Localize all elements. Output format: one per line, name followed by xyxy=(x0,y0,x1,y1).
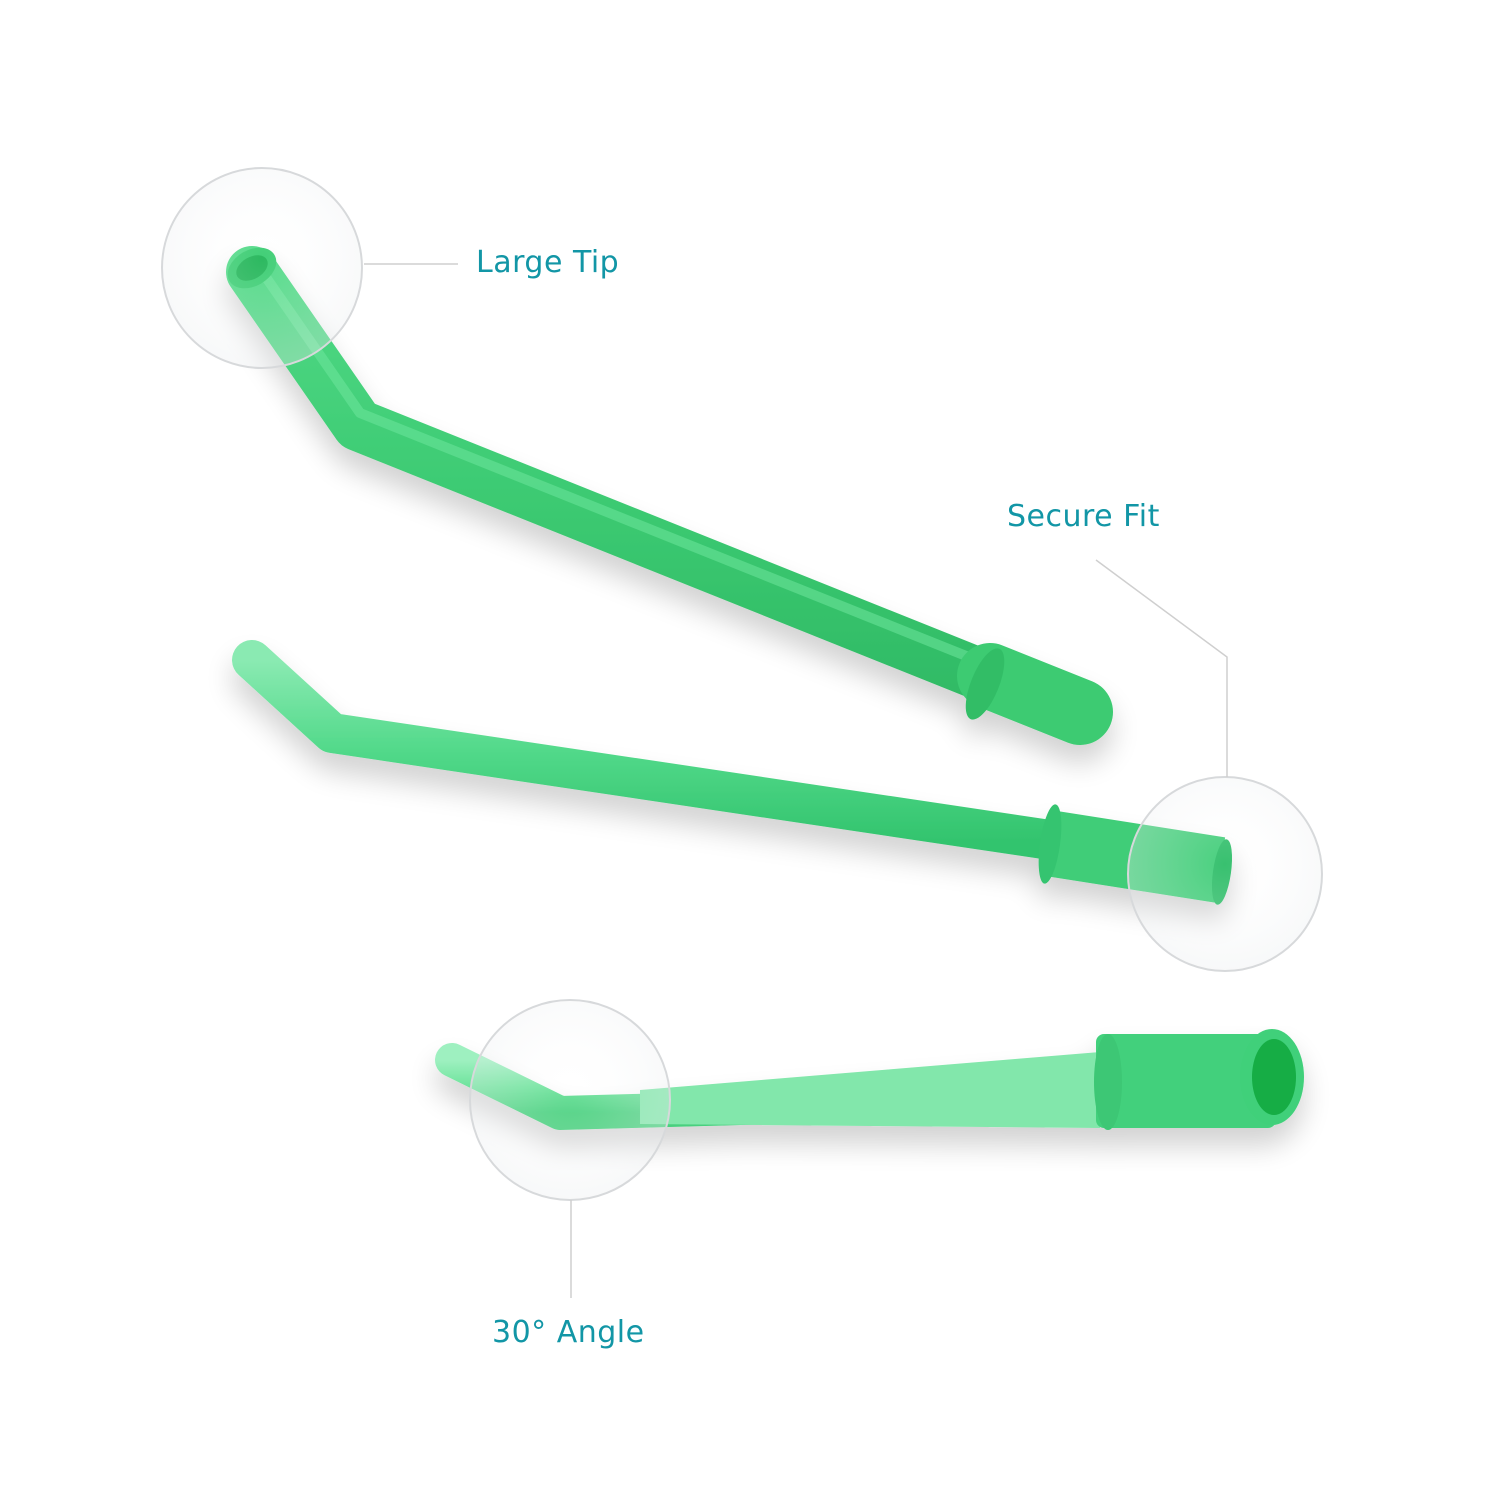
secure-fit-callout xyxy=(1095,559,1323,972)
secure-fit-label: Secure Fit xyxy=(1007,499,1160,534)
angle-callout xyxy=(469,999,671,1298)
large-tip-callout xyxy=(161,167,458,369)
angle-label: 30° Angle xyxy=(492,1315,645,1350)
large-tip-label: Large Tip xyxy=(476,245,620,280)
